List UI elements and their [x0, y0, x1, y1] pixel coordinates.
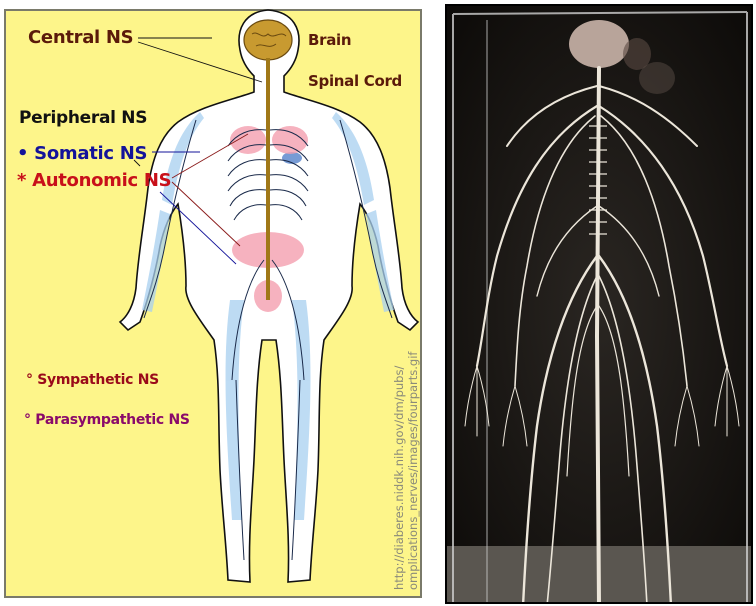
- source-url-line-1: http://diaberes.niddk.nih.gov/dm/pubs/: [392, 365, 406, 590]
- label-spinal-cord: Spinal Cord: [308, 72, 402, 90]
- label-somatic-ns: • Somatic NS: [17, 143, 148, 164]
- spinal-nerve-roots: [589, 125, 607, 235]
- nervous-system-specimen-photo: [445, 4, 753, 604]
- brain-shape: [243, 19, 293, 61]
- label-sympathetic-ns: ° Sympathetic NS: [26, 372, 159, 388]
- label-peripheral-ns: Peripheral NS: [19, 108, 148, 128]
- source-url-caption: http://diaberes.niddk.nih.gov/dm/pubs/ o…: [392, 352, 420, 590]
- label-autonomic-ns: * Autonomic NS: [17, 170, 172, 191]
- label-central-ns: Central NS: [28, 27, 134, 48]
- source-url-line-2: omplications_nerves/images/fourparts.gif: [406, 351, 420, 590]
- body-figure-illustration: [118, 9, 420, 583]
- label-parasympathetic-ns: ° Parasympathetic NS: [24, 412, 190, 428]
- label-brain: Brain: [308, 31, 352, 49]
- nerve-branches: [464, 66, 740, 602]
- specimen-illustration: [447, 6, 751, 602]
